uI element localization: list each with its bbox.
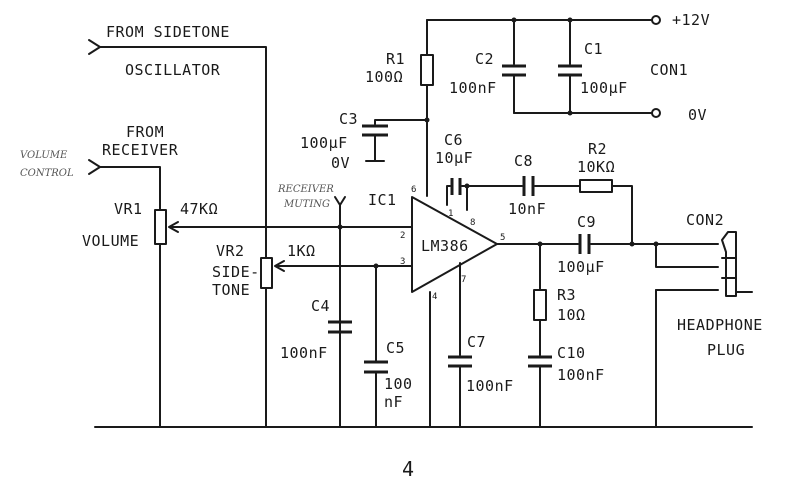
pin-4: 4: [432, 292, 437, 302]
label-volume: VOLUME: [82, 232, 139, 250]
pin-2: 2: [400, 231, 405, 241]
c1-capacitor: [558, 64, 582, 77]
label-12v: +12V: [672, 11, 710, 29]
label-vr2-value: 1KΩ: [287, 242, 316, 260]
label-volume-control-1: VOLUME: [20, 150, 68, 161]
label-0v: 0V: [688, 106, 707, 124]
label-vr1: VR1: [114, 200, 143, 218]
c2-capacitor: [502, 64, 526, 77]
label-vr2: VR2: [216, 242, 245, 260]
sidetone-input-wire: [99, 46, 267, 259]
label-from-sidetone: FROM SIDETONE: [106, 23, 230, 41]
label-c6: C6: [444, 131, 463, 149]
label-c5: C5: [386, 339, 405, 357]
label-receiver: RECEIVER: [102, 141, 179, 159]
label-c2: C2: [475, 50, 494, 68]
label-from: FROM: [126, 123, 164, 141]
label-con1: CON1: [650, 61, 688, 79]
label-receiver-muting-2: MUTING: [283, 199, 330, 210]
label-c2-value: 100nF: [449, 79, 497, 97]
label-c3: C3: [339, 110, 358, 128]
pin-3: 3: [400, 257, 405, 267]
headphone-plug-icon: [721, 231, 753, 297]
label-c1: C1: [584, 40, 603, 58]
label-volume-control-2: CONTROL: [20, 168, 74, 179]
label-c9-value: 100μF: [557, 258, 605, 276]
label-c10-value: 100nF: [557, 366, 605, 384]
label-sidetone-2: TONE: [212, 281, 250, 299]
label-oscillator: OSCILLATOR: [125, 61, 221, 79]
label-r2-value: 10KΩ: [577, 158, 615, 176]
label-lm386: LM386: [421, 237, 469, 255]
label-c5-value-1: 100: [384, 375, 413, 393]
page-number: 4: [402, 457, 415, 481]
label-ic1: IC1: [368, 191, 397, 209]
c10-capacitor: [528, 355, 552, 368]
label-con2: CON2: [686, 211, 724, 229]
label-c6-value: 10μF: [435, 149, 473, 167]
label-r2: R2: [588, 140, 607, 158]
r2-resistor: [579, 179, 613, 193]
label-c4-value: 100nF: [280, 344, 328, 362]
label-vr1-value: 47KΩ: [180, 200, 218, 218]
receiver-input-arrow: [88, 159, 101, 175]
pin-5: 5: [500, 233, 505, 243]
lm386-amplifier: [411, 196, 498, 293]
sidetone-input-arrow: [88, 39, 101, 55]
label-plug: PLUG: [707, 341, 745, 359]
label-r3-value: 10Ω: [557, 306, 586, 324]
label-c7: C7: [467, 333, 486, 351]
pin-7: 7: [461, 275, 466, 285]
label-c10: C10: [557, 344, 586, 362]
c6-capacitor: [450, 178, 462, 195]
label-c7-value: 100nF: [466, 377, 514, 395]
label-c8: C8: [514, 152, 533, 170]
c5-capacitor: [364, 360, 388, 374]
label-c8-value: 10nF: [508, 200, 546, 218]
label-sidetone-1: SIDE-: [212, 263, 260, 281]
label-headphone: HEADPHONE: [677, 316, 763, 334]
label-receiver-muting-1: RECEIVER: [277, 184, 334, 195]
label-c5-value-2: nF: [384, 393, 403, 411]
vr2-potentiometer: [260, 257, 273, 289]
c9-capacitor: [578, 234, 591, 254]
c3-capacitor: [362, 124, 388, 137]
label-r1: R1: [386, 50, 405, 68]
label-c9: C9: [577, 213, 596, 231]
receiver-input-wire: [99, 166, 161, 211]
r1-resistor: [420, 54, 434, 86]
label-c3-v: 0V: [331, 154, 350, 172]
pin-1: 1: [448, 209, 453, 219]
pin-8: 8: [470, 218, 475, 228]
r3-resistor: [533, 289, 547, 321]
label-c3-value: 100μF: [300, 134, 348, 152]
label-r1-value: 100Ω: [365, 68, 403, 86]
label-c1-value: 100μF: [580, 79, 628, 97]
pin-6: 6: [411, 185, 416, 195]
c7-capacitor: [448, 355, 472, 368]
c8-capacitor: [522, 176, 535, 196]
label-r3: R3: [557, 286, 576, 304]
label-c4: C4: [311, 297, 330, 315]
vr1-potentiometer: [154, 209, 167, 245]
